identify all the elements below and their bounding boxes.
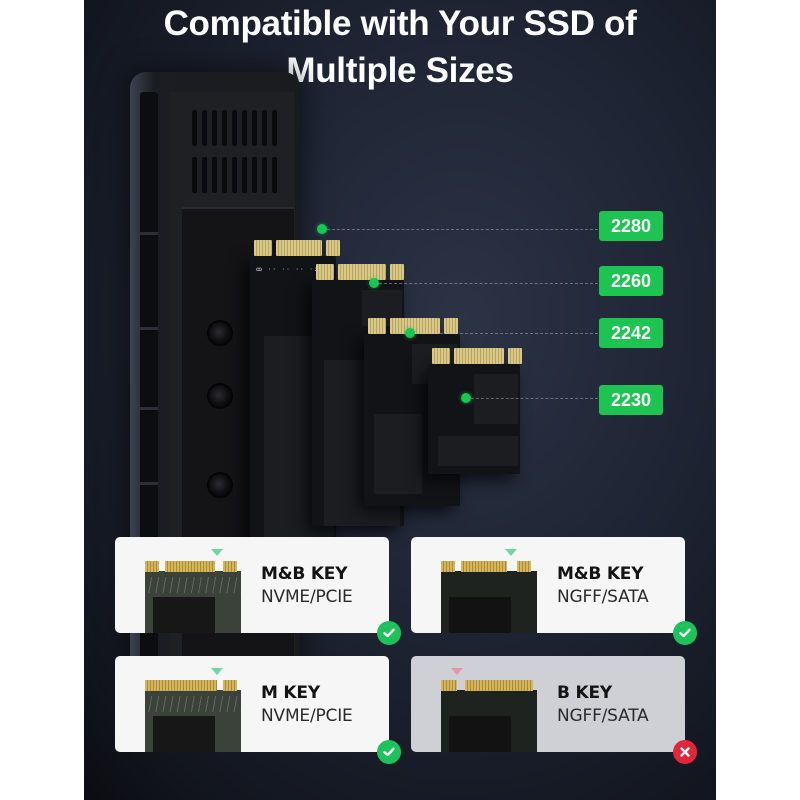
- product-banner: Compatible with Your SSD of Multiple Siz…: [84, 0, 716, 800]
- connector-pins: [441, 561, 537, 572]
- m2-board-image: [441, 690, 537, 752]
- key-type: M&B KEY: [261, 564, 348, 584]
- key-type: M KEY: [261, 683, 320, 703]
- key-type: B KEY: [557, 683, 612, 703]
- m2-board-image: [145, 690, 241, 752]
- protocol: NGFF/SATA: [557, 587, 649, 607]
- key-card-mb-sata: M&B KEY NGFF/SATA: [411, 537, 697, 645]
- key-notch-indicator-icon: [211, 668, 223, 675]
- connector-pins: [145, 680, 241, 691]
- vent-grille: [190, 102, 285, 202]
- check-icon: [673, 621, 697, 645]
- check-icon: [377, 621, 401, 645]
- screw-post-icon: [207, 320, 233, 346]
- connector-pins: [441, 680, 537, 691]
- size-tag-2242: 2242: [599, 318, 663, 348]
- protocol: NVME/PCIE: [261, 706, 353, 726]
- x-icon: [673, 740, 697, 764]
- marker-dot-2230: [461, 393, 471, 403]
- m2-board-image: [441, 571, 537, 633]
- leader-line-2230: [466, 398, 598, 399]
- key-type: M&B KEY: [557, 564, 644, 584]
- headline: Compatible with Your SSD of Multiple Siz…: [84, 0, 716, 94]
- key-notch-indicator-icon: [451, 668, 463, 675]
- protocol: NGFF/SATA: [557, 706, 649, 726]
- key-card-b-sata: B KEY NGFF/SATA: [411, 656, 697, 764]
- leader-line-2280: [322, 229, 598, 230]
- size-tag-2280: 2280: [599, 211, 663, 241]
- marker-dot-2260: [369, 278, 379, 288]
- screw-post-icon: [207, 472, 233, 498]
- marker-dot-2280: [317, 224, 327, 234]
- size-tag-2260: 2260: [599, 266, 663, 296]
- headline-line-2: Multiple Sizes: [286, 51, 514, 90]
- check-icon: [377, 740, 401, 764]
- screw-post-icon: [207, 383, 233, 409]
- marker-dot-2242: [405, 328, 415, 338]
- protocol: NVME/PCIE: [261, 587, 353, 607]
- key-notch-indicator-icon: [211, 549, 223, 556]
- key-notch-indicator-icon: [505, 549, 517, 556]
- connector-pins: [145, 561, 241, 572]
- leader-line-2242: [410, 333, 598, 334]
- headline-line-1: Compatible with Your SSD of: [163, 4, 637, 43]
- leader-line-2260: [374, 283, 598, 284]
- key-card-m-nvme: M KEY NVME/PCIE: [115, 656, 401, 764]
- enclosure-rail: [140, 92, 158, 672]
- size-tag-2230: 2230: [599, 385, 663, 415]
- m2-board-image: [145, 571, 241, 633]
- ssd-2230-board: [428, 348, 522, 474]
- key-card-mb-nvme: M&B KEY NVME/PCIE: [115, 537, 401, 645]
